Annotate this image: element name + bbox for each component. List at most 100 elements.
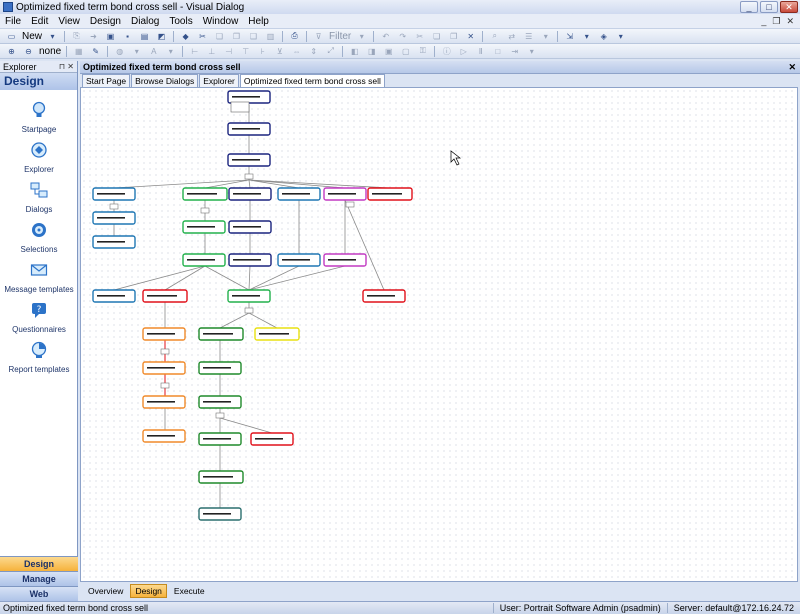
align-left-icon[interactable]: ⊢ [191, 46, 199, 56]
tab-start-page[interactable]: Start Page [82, 74, 131, 87]
chevron-down-icon[interactable]: ▾ [618, 31, 623, 41]
flow-connector [219, 417, 273, 434]
forward-icon[interactable]: ➜ [90, 31, 97, 41]
chevron-down-icon[interactable]: ▾ [529, 46, 534, 56]
copy-icon[interactable]: ❏ [215, 31, 224, 41]
menu-tools[interactable]: Tools [169, 15, 193, 27]
cut-icon[interactable]: ✂ [416, 31, 424, 41]
menu-edit[interactable]: Edit [31, 15, 49, 27]
chevron-down-icon[interactable]: ▾ [359, 31, 364, 41]
nav-item-dialogs[interactable]: Dialogs [0, 181, 78, 214]
same-width-icon[interactable]: ⇔ [292, 46, 301, 56]
save-icon[interactable]: ▪ [126, 31, 129, 41]
chevron-down-icon[interactable]: ▾ [50, 31, 55, 41]
close-icon[interactable]: ✕ [780, 1, 798, 13]
bring-front-icon[interactable]: ◧ [350, 46, 359, 56]
copy-icon[interactable]: ❏ [433, 31, 441, 41]
tab-explorer[interactable]: Explorer [199, 74, 239, 87]
step-icon[interactable]: ⇥ [511, 46, 519, 56]
nav-item-selections[interactable]: Selections [0, 221, 78, 254]
menu-design[interactable]: Design [89, 15, 121, 27]
align-bottom-icon[interactable]: ⊻ [276, 46, 283, 56]
cut-icon[interactable]: ✂ [199, 31, 206, 41]
folder-open-icon[interactable]: ▤ [140, 31, 149, 41]
zoom-in-icon[interactable]: ⊕ [8, 46, 15, 56]
grid-icon[interactable]: ▦ [74, 46, 83, 56]
stop-icon[interactable]: □ [495, 46, 501, 56]
mdi-minimize-icon[interactable]: _ [761, 15, 767, 26]
align-right-icon[interactable]: ⊣ [225, 46, 233, 56]
chevron-down-icon[interactable]: ▾ [584, 31, 589, 41]
cube-icon[interactable]: ◆ [182, 31, 189, 41]
tab-dialog[interactable]: Optimized fixed term bond cross sell [239, 74, 385, 87]
font-color-icon[interactable]: A [151, 46, 157, 56]
menu-view[interactable]: View [58, 15, 80, 27]
info-icon[interactable]: ⓘ [442, 46, 451, 56]
undo-icon[interactable]: ↶ [382, 31, 390, 41]
nav-item-report-templates[interactable]: Report templates [0, 341, 78, 374]
chevron-down-icon[interactable]: ▾ [543, 31, 548, 41]
nav-bottom-web[interactable]: Web [0, 586, 78, 601]
play-icon[interactable]: ▷ [460, 46, 467, 56]
replace-icon[interactable]: ⇄ [508, 31, 516, 41]
menu-window[interactable]: Window [202, 15, 239, 27]
tab-design[interactable]: Design [130, 584, 167, 598]
menu-dialog[interactable]: Dialog [131, 15, 160, 27]
same-size-icon[interactable]: ⤢ [327, 46, 334, 55]
paste-icon[interactable]: ❐ [232, 31, 241, 41]
lock-icon[interactable]: ⚿ [419, 46, 426, 55]
align-top-icon[interactable]: ⊤ [242, 46, 250, 56]
flow-connector [113, 179, 250, 189]
pen-icon[interactable]: ✎ [92, 46, 100, 56]
dialog-flow-diagram[interactable] [81, 88, 798, 582]
folder-icon[interactable]: ▣ [106, 31, 115, 41]
nav-item-startpage[interactable]: Startpage [0, 101, 78, 134]
filter-button[interactable]: Filter [329, 30, 352, 42]
nav-bottom-design[interactable]: Design [0, 556, 78, 571]
flow-connector [248, 265, 346, 291]
insert-icon[interactable]: ⇲ [566, 31, 574, 41]
tab-browse-dialogs[interactable]: Browse Dialogs [131, 74, 199, 87]
align-middle-icon[interactable]: ⊦ [260, 46, 265, 56]
pause-icon[interactable]: Ⅱ [478, 46, 483, 56]
redo-icon[interactable]: ↷ [399, 31, 407, 41]
open-icon[interactable]: ⎘ [73, 31, 80, 40]
zoom-out-icon[interactable]: ⊖ [25, 46, 32, 56]
chevron-down-icon[interactable]: ▾ [134, 46, 139, 56]
chevron-down-icon[interactable]: ▾ [168, 46, 173, 56]
paste-special-icon[interactable]: ❑ [249, 31, 258, 41]
printer-icon[interactable]: ⎙ [291, 31, 298, 40]
send-back-icon[interactable]: ◨ [367, 46, 376, 56]
paste-icon[interactable]: ❐ [450, 31, 458, 41]
lightbulb-icon [32, 101, 46, 117]
nav-item-message-templates[interactable]: Message templates [0, 261, 78, 294]
same-height-icon[interactable]: ⇕ [310, 46, 318, 56]
menu-help[interactable]: Help [248, 15, 269, 27]
tab-execute[interactable]: Execute [173, 586, 205, 596]
clipboard-icon[interactable]: ▥ [266, 31, 275, 41]
fill-icon[interactable]: ◈ [600, 31, 607, 41]
paint-bucket-icon[interactable]: ◍ [116, 46, 124, 56]
nav-item-questionnaires[interactable]: ? Questionnaires [0, 301, 78, 334]
menu-file[interactable]: File [5, 15, 22, 27]
properties-icon[interactable]: ☰ [525, 31, 533, 41]
maximize-icon[interactable]: □ [760, 1, 778, 13]
nav-bottom-manage[interactable]: Manage [0, 571, 78, 586]
mdi-restore-icon[interactable]: ❐ [772, 15, 781, 26]
mdi-close-icon[interactable]: ✕ [786, 15, 794, 26]
new-button[interactable]: New [22, 30, 43, 42]
pin-icon[interactable]: ⊓ ✕ [58, 62, 74, 71]
zoom-level[interactable]: none [39, 45, 62, 57]
close-icon[interactable]: ✕ [788, 62, 796, 72]
nav-item-explorer[interactable]: Explorer [0, 141, 78, 174]
dialog-canvas[interactable] [80, 87, 798, 582]
group-icon[interactable]: ▣ [384, 46, 393, 56]
minimize-icon[interactable]: _ [740, 1, 758, 13]
flow-junction [244, 173, 254, 180]
find-icon[interactable]: ⌕ [492, 31, 497, 40]
delete-icon[interactable]: ✕ [467, 31, 475, 41]
print-icon[interactable]: ◩ [157, 31, 166, 41]
tab-overview[interactable]: Overview [88, 586, 124, 596]
ungroup-icon[interactable]: ▢ [401, 46, 410, 56]
align-center-icon[interactable]: ⊥ [208, 46, 216, 56]
